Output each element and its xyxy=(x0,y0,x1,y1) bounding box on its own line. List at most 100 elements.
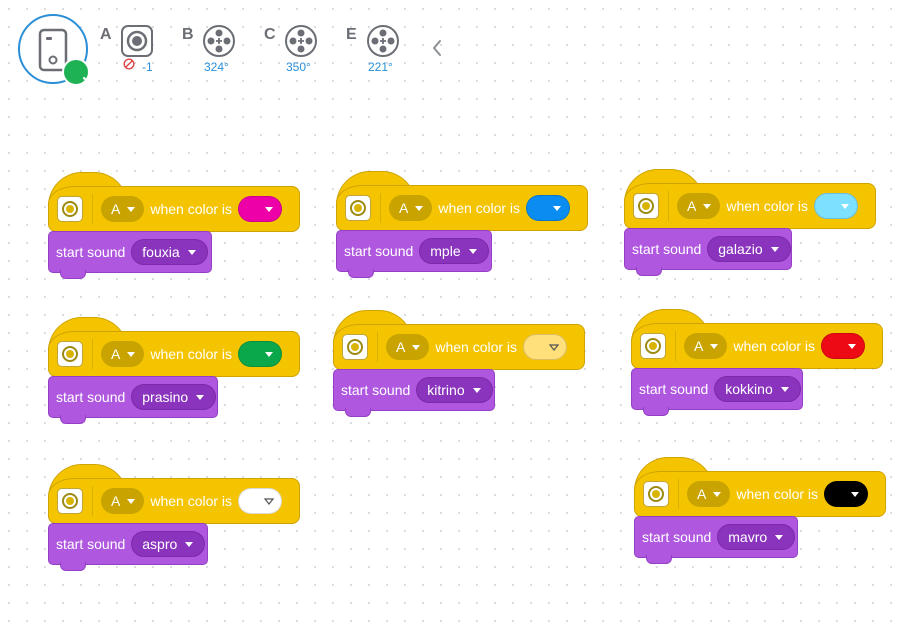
color-dropdown[interactable] xyxy=(824,481,869,507)
port-dropdown[interactable]: A xyxy=(101,488,145,514)
when-color-hat-block[interactable]: A when color is xyxy=(48,186,300,232)
chevron-left-icon[interactable] xyxy=(430,38,444,58)
chevron-down-icon xyxy=(127,206,136,212)
when-color-label: when color is xyxy=(736,486,819,502)
port-dropdown[interactable]: A xyxy=(677,193,721,219)
port-dropdown[interactable]: A xyxy=(386,334,430,360)
when-color-label: when color is xyxy=(435,339,518,355)
start-sound-block[interactable]: start sound mple xyxy=(336,230,492,272)
chevron-down-icon xyxy=(775,534,784,540)
port-dropdown[interactable]: A xyxy=(101,196,145,222)
sound-dropdown[interactable]: aspro xyxy=(131,531,206,557)
start-sound-label: start sound xyxy=(344,243,414,259)
hub-button[interactable] xyxy=(18,14,96,86)
when-color-label: when color is xyxy=(438,200,521,216)
color-dropdown[interactable] xyxy=(238,196,283,222)
block-connector-tab xyxy=(636,267,662,276)
block-divider xyxy=(92,339,93,369)
block-connector-tab xyxy=(646,555,672,564)
when-color-hat-block[interactable]: A when color is xyxy=(634,471,886,517)
sound-dropdown-value: aspro xyxy=(142,536,178,552)
sound-dropdown[interactable]: kokkino xyxy=(714,376,801,402)
color-dropdown[interactable] xyxy=(238,341,283,367)
sound-dropdown[interactable]: fouxia xyxy=(131,239,208,265)
chevron-down-icon xyxy=(703,203,712,209)
chevron-down-icon xyxy=(265,351,274,357)
chevron-down-icon xyxy=(770,246,779,252)
port-c-indicator[interactable]: C 350° xyxy=(264,24,334,76)
start-sound-block[interactable]: start sound fouxia xyxy=(48,231,212,273)
port-dropdown[interactable]: A xyxy=(687,481,731,507)
when-color-label: when color is xyxy=(150,493,233,509)
color-sensor-icon xyxy=(643,481,669,507)
color-sensor-icon xyxy=(633,193,659,219)
sound-dropdown[interactable]: kitrino xyxy=(416,377,493,403)
port-letter: E xyxy=(346,26,357,43)
block-divider xyxy=(678,479,679,509)
port-dropdown[interactable]: A xyxy=(101,341,145,367)
chevron-down-icon xyxy=(265,206,274,212)
block-divider xyxy=(92,194,93,224)
start-sound-label: start sound xyxy=(341,382,411,398)
start-sound-block[interactable]: start sound prasino xyxy=(48,376,218,418)
sound-dropdown[interactable]: mple xyxy=(419,238,489,264)
sound-dropdown[interactable]: galazio xyxy=(707,236,791,262)
color-dropdown[interactable] xyxy=(523,334,568,360)
block-connector-tab xyxy=(345,408,371,417)
block-connector-tab xyxy=(643,407,669,416)
chevron-down-icon xyxy=(185,541,194,547)
start-sound-block[interactable]: start sound aspro xyxy=(48,523,208,565)
port-dropdown[interactable]: A xyxy=(389,195,433,221)
when-color-hat-block[interactable]: A when color is xyxy=(48,331,300,377)
color-dropdown[interactable] xyxy=(821,333,866,359)
when-color-hat-block[interactable]: A when color is xyxy=(624,183,876,229)
when-color-hat-block[interactable]: A when color is xyxy=(48,478,300,524)
chevron-down-icon xyxy=(264,497,275,505)
hub-icon xyxy=(38,28,68,72)
color-sensor-icon xyxy=(57,488,83,514)
start-sound-block[interactable]: start sound kitrino xyxy=(333,369,495,411)
start-sound-block[interactable]: start sound mavro xyxy=(634,516,798,558)
check-icon xyxy=(62,58,96,86)
port-dropdown-value: A xyxy=(697,486,707,502)
sound-dropdown[interactable]: mavro xyxy=(717,524,796,550)
block-connector-tab xyxy=(60,270,86,279)
block-connector-tab xyxy=(60,415,86,424)
when-color-label: when color is xyxy=(733,338,816,354)
sound-dropdown[interactable]: prasino xyxy=(131,384,217,410)
chevron-down-icon xyxy=(187,249,196,255)
motor-icon xyxy=(285,25,317,57)
start-sound-block[interactable]: start sound kokkino xyxy=(631,368,803,410)
when-color-hat-block[interactable]: A when color is xyxy=(336,185,588,231)
sound-dropdown-value: galazio xyxy=(718,241,763,257)
port-b-indicator[interactable]: B 324° xyxy=(182,24,252,76)
color-dropdown[interactable] xyxy=(526,195,571,221)
motor-icon xyxy=(367,25,399,57)
chevron-down-icon xyxy=(472,387,481,393)
chevron-down-icon xyxy=(841,203,850,209)
port-letter: B xyxy=(182,26,194,43)
port-letter: C xyxy=(264,26,276,43)
chevron-down-icon xyxy=(127,351,136,357)
start-sound-block[interactable]: start sound galazio xyxy=(624,228,792,270)
port-a-value: -1 xyxy=(142,60,153,74)
sound-dropdown-value: mavro xyxy=(728,529,768,545)
port-a-indicator[interactable]: A -1 xyxy=(100,24,170,76)
color-sensor-icon xyxy=(342,334,368,360)
chevron-down-icon xyxy=(412,344,421,350)
color-dropdown[interactable] xyxy=(814,193,859,219)
start-sound-label: start sound xyxy=(56,536,126,552)
port-e-indicator[interactable]: E 221° xyxy=(346,24,416,76)
when-color-hat-block[interactable]: A when color is xyxy=(333,324,585,370)
port-dropdown-value: A xyxy=(399,200,409,216)
block-divider xyxy=(668,191,669,221)
port-letter: A xyxy=(100,26,112,43)
sound-dropdown-value: fouxia xyxy=(142,244,180,260)
motor-icon xyxy=(203,25,235,57)
port-dropdown[interactable]: A xyxy=(684,333,728,359)
sound-dropdown-value: kokkino xyxy=(725,381,773,397)
when-color-hat-block[interactable]: A when color is xyxy=(631,323,883,369)
start-sound-label: start sound xyxy=(56,244,126,260)
color-dropdown[interactable] xyxy=(238,488,283,514)
start-sound-label: start sound xyxy=(642,529,712,545)
